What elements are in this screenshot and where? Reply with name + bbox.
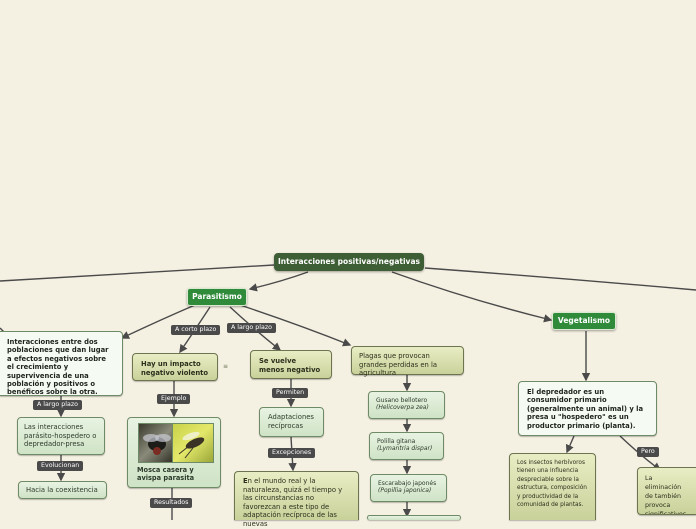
tag-a-largo-plazo[interactable]: A largo plazo (227, 323, 277, 333)
node-depredador[interactable]: El depredador es un consumidor primario … (518, 381, 657, 436)
node-text: Las interacciones parásito-hospedero o d… (24, 423, 97, 449)
topic-vegetalismo-label: Vegetalismo (557, 316, 611, 325)
tag-label: Ejemplo (161, 395, 187, 402)
node-text: El depredador es un consumidor primario … (527, 388, 644, 430)
node-mundo-real[interactable]: En el mundo real y la naturaleza, quizá … (234, 471, 359, 528)
link-root-left (0, 264, 275, 282)
topic-parasitismo-label: Parasitismo (192, 292, 242, 301)
tag-label: A largo plazo (37, 401, 79, 408)
topic-vegetalismo[interactable]: Vegetalismo (552, 312, 616, 330)
tag-label: Excepciones (272, 449, 312, 456)
node-text: Hay un impacto negativo violento (141, 360, 209, 377)
node-text: n el mundo real y la naturaleza, quizá e… (243, 477, 343, 528)
node-scientific-name: (Helicoverpa zea) (376, 404, 429, 412)
tag-a-largo-plazo-left[interactable]: A largo plazo (33, 400, 83, 410)
node-adaptaciones[interactable]: Adaptaciones recíprocas (259, 407, 324, 437)
node-eliminacion[interactable]: La eliminación de también provoca signif… (637, 467, 696, 515)
note-icon[interactable]: ≡ (222, 363, 229, 370)
node-text: Escarabajo japonés (378, 480, 437, 487)
tag-pero[interactable]: Pero (637, 447, 659, 457)
link-par-left (120, 304, 196, 339)
node-text: Plagas que provocan grandes perdidas en … (359, 352, 438, 378)
link-root-parasitismo (248, 271, 309, 292)
insect-photo-wasp (172, 423, 214, 463)
node-hacia-coexistencia[interactable]: Hacia la coexistencia (18, 481, 107, 499)
tag-label: Pero (641, 448, 655, 455)
node-text-initial: E (243, 477, 248, 485)
node-text: Adaptaciones recíprocas (268, 413, 314, 430)
link-root-vegetalismo (391, 271, 553, 323)
node-plaga-next[interactable] (367, 515, 461, 520)
tag-resultados[interactable]: Resultados (150, 498, 193, 508)
tag-a-corto-plazo[interactable]: A corto plazo (171, 325, 221, 335)
node-text: Se vuelve menos negativo (259, 357, 321, 374)
node-text: Los insectos herbívoros tienen una influ… (517, 460, 587, 509)
node-impacto-negativo[interactable]: Hay un impacto negativo violento (132, 353, 218, 381)
fly-icon (143, 434, 171, 455)
wasp-icon (178, 431, 205, 459)
link-dep-insectos (565, 435, 575, 454)
node-escarabajo-japones[interactable]: Escarabajo japonés (Popillia japonica) (370, 474, 447, 502)
node-text: Polilla gitana (377, 438, 416, 445)
topic-parasitismo[interactable]: Parasitismo (187, 288, 247, 306)
node-text: Gusano bellotero (376, 397, 428, 404)
node-text: La eliminación de también provoca signif… (645, 475, 687, 515)
tag-evolucionan[interactable]: Evolucionan (37, 461, 84, 471)
tag-label: Resultados (154, 499, 189, 506)
tag-ejemplo[interactable]: Ejemplo (157, 394, 191, 404)
tag-label: Evolucionan (41, 462, 80, 469)
insect-photo-fly (138, 423, 176, 463)
tag-label: A corto plazo (175, 326, 217, 333)
definicion-text: Interacciones entre dos poblaciones que … (7, 338, 109, 397)
node-interacciones-parasito[interactable]: Las interacciones parásito-hospedero o d… (17, 417, 105, 455)
link-par-plagas (239, 304, 352, 347)
tag-excepciones[interactable]: Excepciones (268, 448, 316, 458)
link-root-right (424, 267, 696, 291)
node-menos-negativo[interactable]: Se vuelve menos negativo (250, 350, 332, 379)
node-gusano-bellotero[interactable]: Gusano bellotero (Helicoverpa zea) (368, 391, 445, 419)
node-scientific-name: (Lymantria dispar) (377, 445, 433, 453)
root-topic-label: Interacciones positivas/negativas (278, 257, 420, 266)
node-text: Hacia la coexistencia (26, 486, 98, 494)
node-insectos-herbivoros[interactable]: Los insectos herbívoros tienen una influ… (509, 453, 596, 520)
node-scientific-name: (Popillia japonica) (378, 487, 432, 495)
node-mosca-avispa[interactable]: Mosca casera y avispa parasita (127, 417, 221, 488)
tag-label: Permiten (276, 389, 305, 396)
node-polilla-gitana[interactable]: Polilla gitana (Lymantria dispar) (369, 432, 444, 460)
tag-label: A largo plazo (231, 324, 273, 331)
root-topic[interactable]: Interacciones positivas/negativas (274, 253, 424, 271)
mosca-avispa-label: Mosca casera y avispa parasita (137, 466, 195, 482)
node-definicion-parasitismo[interactable]: Interacciones entre dos poblaciones que … (0, 331, 123, 396)
tag-permiten[interactable]: Permiten (272, 388, 309, 398)
node-plagas[interactable]: Plagas que provocan grandes perdidas en … (351, 346, 464, 378)
